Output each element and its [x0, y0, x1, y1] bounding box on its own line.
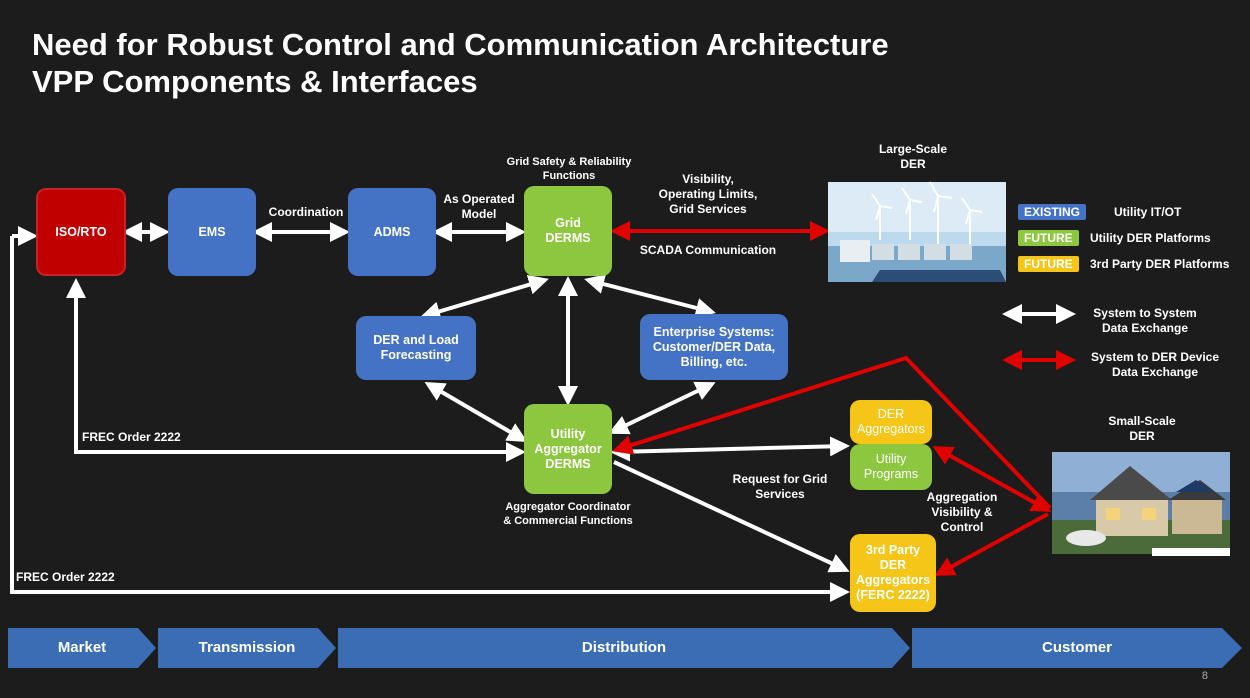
grid-derms-box: Grid DERMS	[524, 186, 612, 276]
arrow-enterprise-utilagg	[608, 381, 716, 435]
visibility-label: Visibility, Operating Limits, Grid Servi…	[658, 172, 758, 216]
arrow-iso-utilagg	[66, 278, 526, 462]
as-operated-label: As Operated Model	[443, 192, 515, 221]
legend-system-der-text: System to DER Device Data Exchange	[1090, 350, 1220, 379]
coordination-label: Coordination	[268, 205, 344, 219]
title-line-1: Need for Robust Control and Communicatio…	[32, 27, 889, 62]
grid-safety-label: Grid Safety & Reliability Functions	[506, 156, 632, 182]
der-aggregators-box: DER Aggregators	[850, 400, 932, 444]
aggregator-coordinator-label: Aggregator Coordinator & Commercial Func…	[503, 501, 633, 527]
legend-future-tag: FUTURE	[1018, 230, 1079, 246]
utility-programs-box: Utility Programs	[850, 444, 932, 490]
banner-distribution-label: Distribution	[581, 639, 667, 656]
banner-distribution: Distribution	[338, 627, 910, 669]
arrow-left-to-thirdparty	[10, 236, 850, 602]
arrow-small-der-thirdparty	[934, 512, 1049, 576]
legend-future2-tag: FUTURE	[1018, 256, 1079, 272]
adms-box: ADMS	[348, 188, 436, 276]
banner-market: Market	[8, 627, 156, 669]
request-grid-services-label: Request for Grid Services	[732, 472, 828, 501]
banner-transmission: Transmission	[158, 627, 336, 669]
page-title: Need for Robust Control and Communicatio…	[32, 26, 889, 100]
legend-future-text: Utility DER Platforms	[1090, 231, 1211, 245]
legend-future2-text: 3rd Party DER Platforms	[1090, 257, 1230, 271]
legend-system-system-text: System to System Data Exchange	[1093, 306, 1197, 335]
banner-market-label: Market	[57, 639, 107, 656]
banner-customer-label: Customer	[1041, 639, 1112, 656]
scada-label: SCADA Communication	[639, 243, 777, 257]
large-der-label: Large-Scale DER	[878, 142, 948, 171]
iso-rto-box: ISO/RTO	[36, 188, 126, 276]
arrow-forecast-utilagg	[424, 381, 528, 443]
ems-box: EMS	[168, 188, 256, 276]
third-party-aggregators-box: 3rd Party DER Aggregators (FERC 2222)	[850, 534, 936, 612]
enterprise-systems-box: Enterprise Systems: Customer/DER Data, B…	[640, 314, 788, 380]
aggregation-visibility-label: Aggregation Visibility & Control	[926, 490, 998, 534]
legend-existing-text: Utility IT/OT	[1114, 205, 1182, 219]
arrow-utilagg-thirdparty	[613, 460, 850, 573]
arrow-utilagg-deragg	[610, 436, 850, 462]
banner-transmission-label: Transmission	[198, 639, 296, 656]
large-der-image	[828, 181, 1006, 282]
banner-customer: Customer	[912, 627, 1242, 669]
frec-order-label-2: FREC Order 2222	[16, 570, 115, 584]
page-number: 8	[1201, 670, 1208, 682]
utility-aggregator-derms-box: Utility Aggregator DERMS	[524, 404, 612, 494]
legend-existing-tag: EXISTING	[1018, 204, 1087, 220]
arrow-derms-enterprise	[584, 274, 716, 318]
arrow-derms-forecast	[420, 274, 549, 322]
der-forecasting-box: DER and Load Forecasting	[356, 316, 476, 380]
arrow-deragg-small-der	[932, 446, 1052, 512]
small-der-label: Small-Scale DER	[1108, 414, 1176, 443]
title-line-2: VPP Components & Interfaces	[32, 64, 478, 99]
frec-order-label-1: FREC Order 2222	[82, 430, 181, 444]
small-der-image	[1052, 452, 1230, 556]
